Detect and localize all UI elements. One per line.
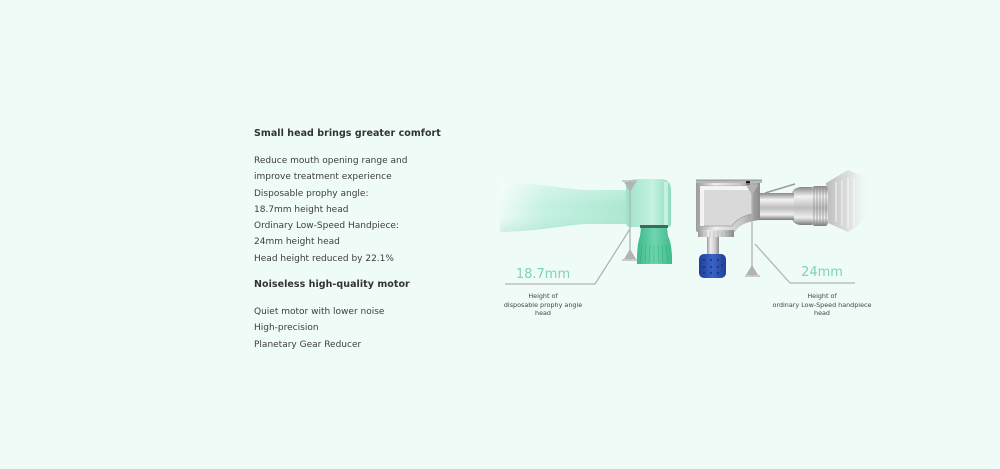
body-line: Disposable prophy angle:	[254, 188, 369, 199]
caption-line: ordinary Low-Speed handpiece	[772, 300, 872, 309]
section-heading-motor: Noiseless high-quality motor	[254, 279, 410, 290]
section-body-comfort: Reduce mouth opening range and improve t…	[254, 153, 407, 267]
caption-line: Height of	[528, 292, 558, 300]
body-line: High-precision	[254, 323, 319, 334]
body-line: Quiet motor with lower noise	[254, 307, 385, 317]
handpiece-dimension-line	[742, 183, 855, 284]
handpiece-height-value: 24mm	[801, 265, 843, 280]
caption-line: head	[814, 309, 830, 318]
caption-line: disposable prophy angle	[503, 300, 583, 309]
body-line: Planetary Gear Reducer	[254, 339, 362, 350]
body-line: 18.7mm height head	[254, 204, 349, 215]
body-line: improve treatment experience	[254, 172, 392, 183]
prophy-caption: Height of disposable prophy angle head	[478, 292, 608, 318]
section-heading-comfort: Small head brings greater comfort	[254, 128, 441, 139]
caption-line: head	[535, 309, 551, 318]
body-line: 24mm height head	[254, 237, 340, 248]
body-line: Reduce mouth opening range and	[254, 156, 408, 166]
prophy-dimension-line	[505, 180, 637, 285]
handpiece-illustration	[696, 170, 868, 284]
handpiece-caption: Height of ordinary Low-Speed handpiece h…	[757, 292, 887, 318]
prophy-height-value: 18.7mm	[516, 267, 570, 282]
body-line: Head height reduced by 22.1%	[254, 253, 394, 264]
section-body-motor: Quiet motor with lower noise High-precis…	[254, 304, 384, 353]
prophy-angle-illustration	[500, 179, 672, 285]
body-line: Ordinary Low-Speed Handpiece:	[254, 221, 399, 232]
caption-line: Height of	[807, 292, 837, 300]
